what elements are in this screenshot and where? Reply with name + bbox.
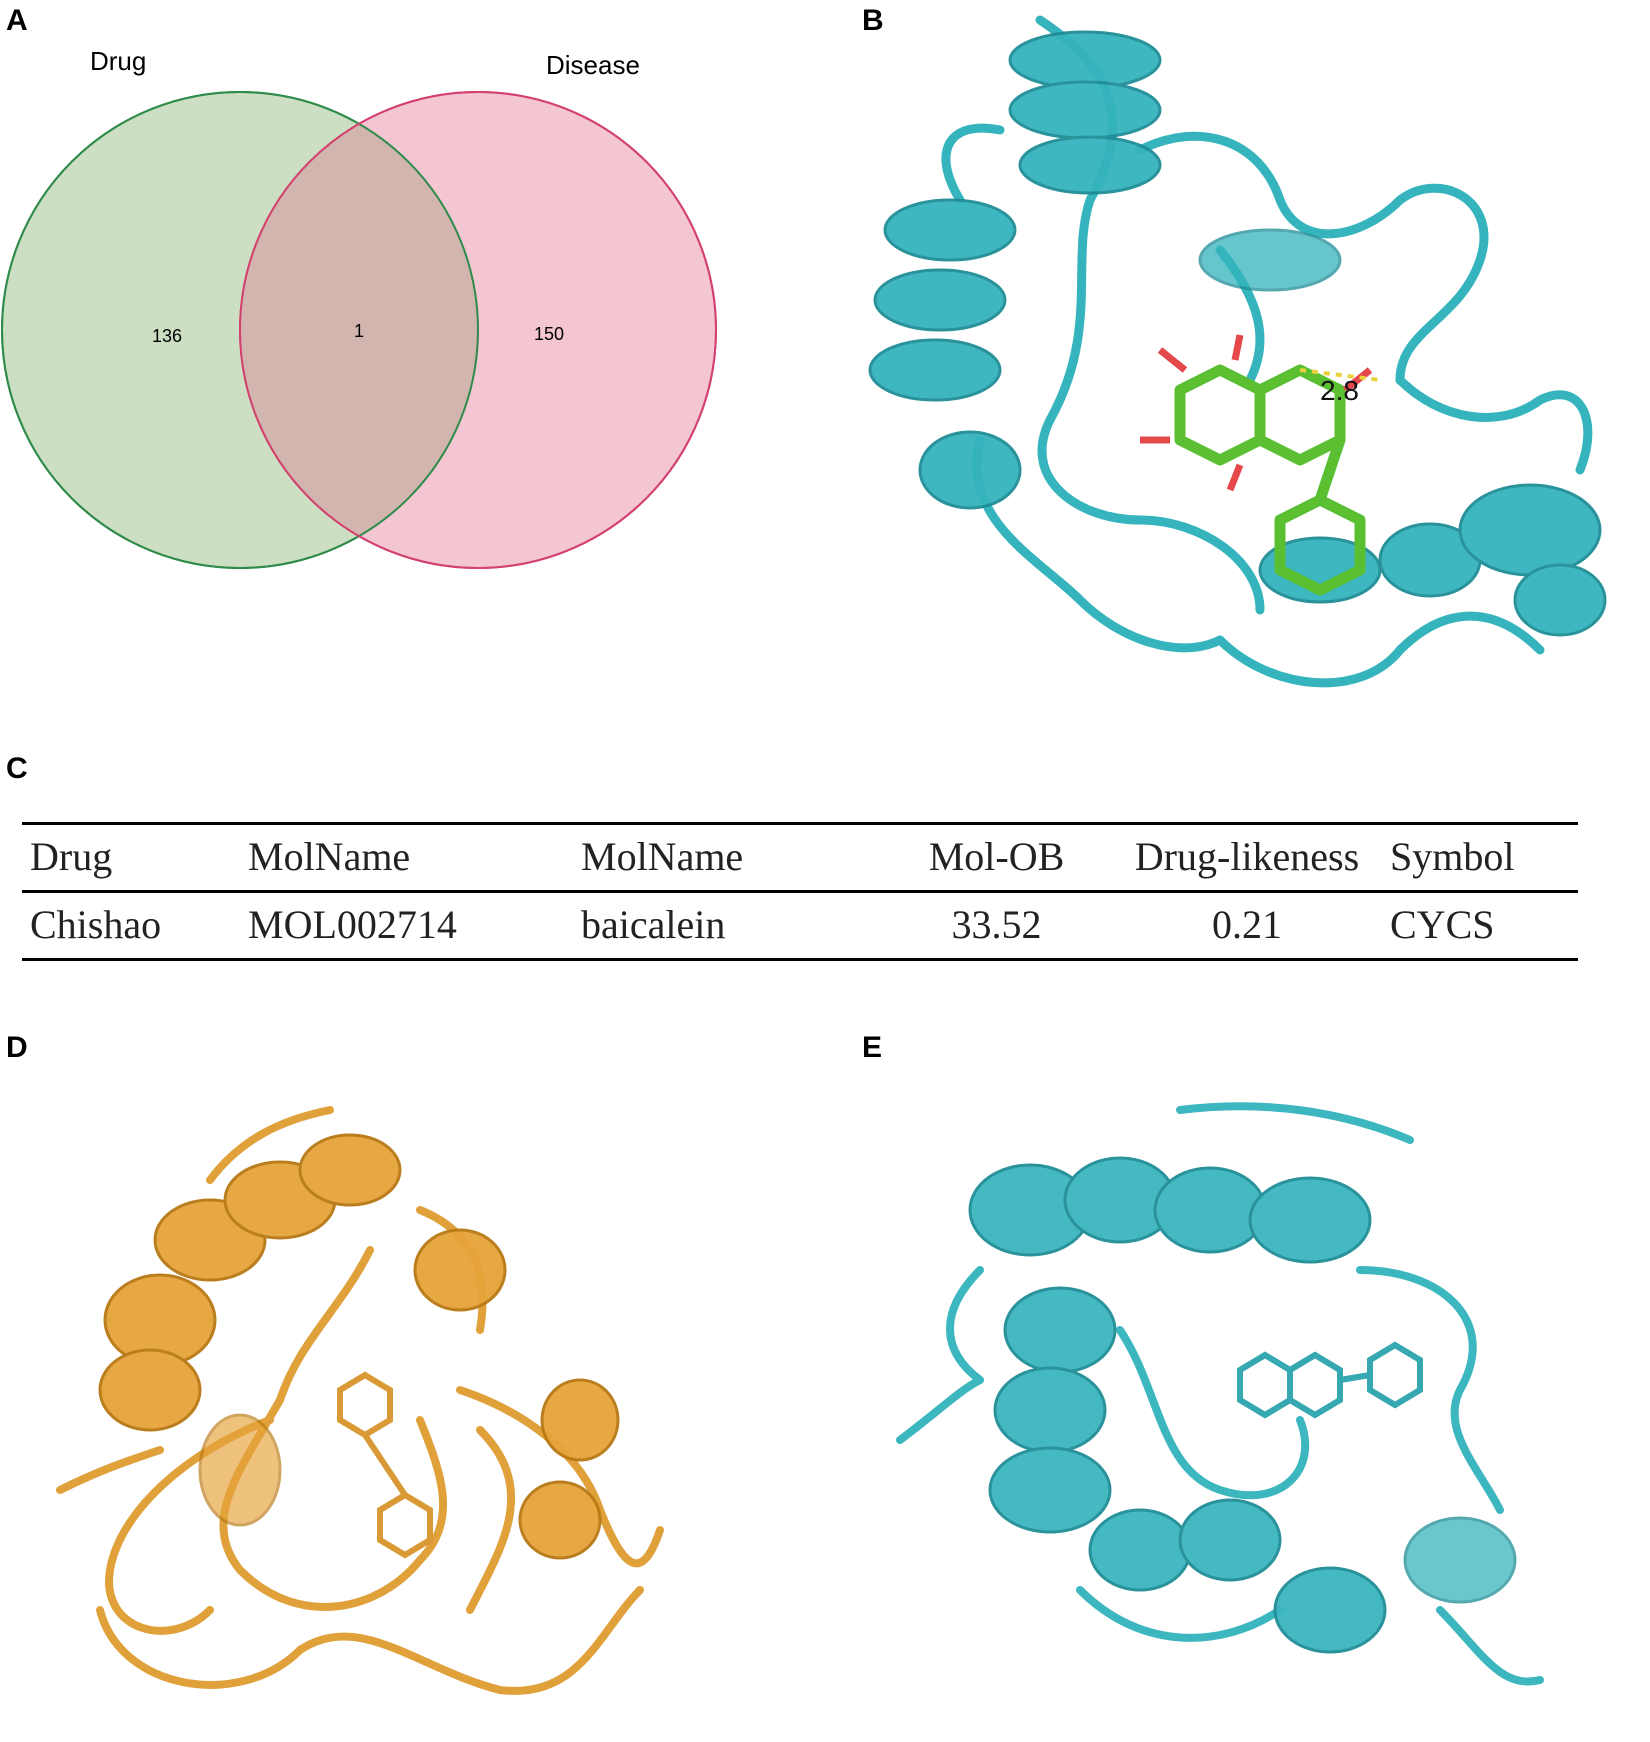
cell-symbol: CYCS [1390, 902, 1495, 947]
venn-diagram: Drug Disease 136 1 150 [1, 46, 717, 569]
venn-label-drug: Drug [90, 46, 146, 76]
header-molname: MolName [581, 834, 744, 879]
header-drug: Drug [30, 834, 113, 879]
panel-label-e: E [862, 1031, 883, 1064]
panel-label-d: D [6, 1031, 28, 1064]
cell-mol-ob: 33.52 [951, 902, 1042, 947]
venn-count-disease-only: 150 [534, 324, 564, 344]
table-row: Chishao MOL002714 baicalein 33.52 0.21 C… [22, 892, 1578, 960]
panel-label-c: C [6, 752, 28, 785]
header-mol-ob: Mol-OB [928, 834, 1065, 879]
panel-label-b: B [862, 4, 884, 37]
venn-count-drug-only: 136 [152, 326, 182, 346]
hydrogen-bond-distance-label: 2.8 [1320, 375, 1359, 406]
cell-drug: Chishao [30, 902, 162, 947]
header-symbol: Symbol [1390, 834, 1515, 879]
venn-overlap-region [240, 92, 478, 568]
protein-structure-e [896, 1102, 1544, 1686]
table-header-row: Drug MolName MolName Mol-OB Drug-likenes… [22, 823, 1578, 892]
panel-label-a: A [6, 4, 28, 37]
cell-mol-id: MOL002714 [248, 902, 457, 947]
venn-count-overlap: 1 [354, 321, 364, 341]
compound-table: Drug MolName MolName Mol-OB Drug-likenes… [22, 822, 1578, 961]
cell-drug-likeness: 0.21 [1212, 902, 1282, 947]
header-molname-id: MolName [248, 834, 411, 879]
docking-structure-b: 2.8 [868, 15, 1607, 688]
protein-structure-d [56, 1106, 664, 1695]
cell-mol-name: baicalein [581, 902, 726, 947]
venn-label-disease: Disease [546, 50, 640, 80]
header-drug-likeness: Drug-likeness [1134, 834, 1360, 879]
